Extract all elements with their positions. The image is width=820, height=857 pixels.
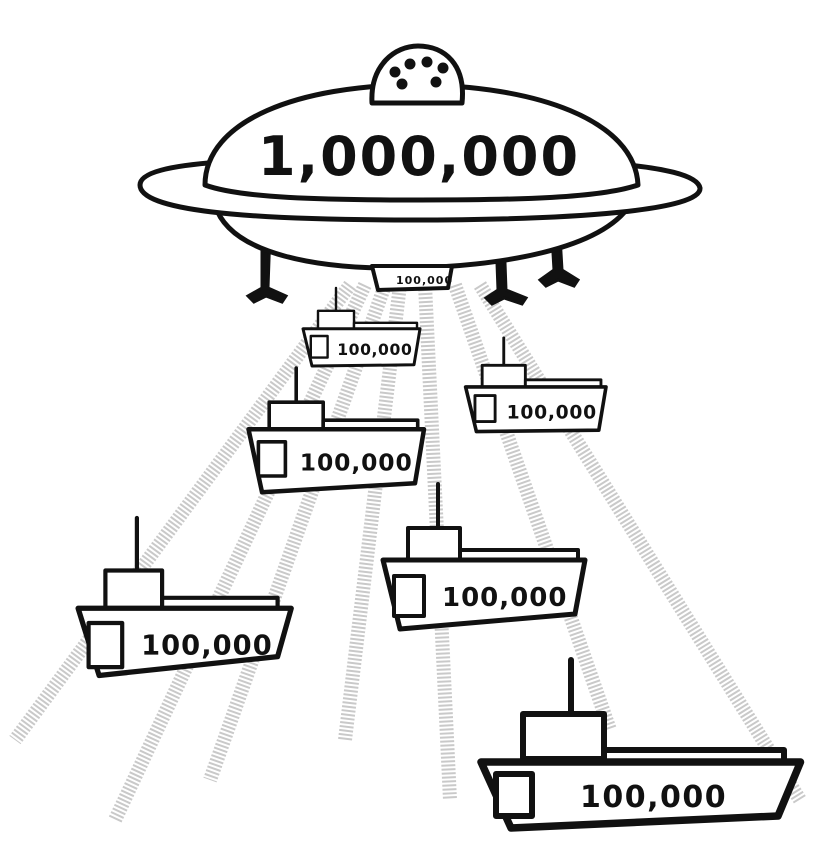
ship-peeking-label: 100,000 bbox=[396, 274, 453, 287]
ship-3-bridge bbox=[267, 400, 326, 432]
ship-1-porthole bbox=[309, 334, 329, 359]
ship-4-label: 100,000 bbox=[442, 583, 567, 613]
ufo-leg-mid bbox=[483, 234, 529, 306]
cockpit-window-dots bbox=[389, 56, 449, 90]
ufo-legs bbox=[245, 228, 581, 306]
ship-3: 100,000 bbox=[246, 366, 427, 495]
ship-2: 100,000 bbox=[463, 336, 608, 434]
ufo-leg-right bbox=[537, 234, 581, 288]
ship-5-label: 100,000 bbox=[141, 631, 273, 662]
beam-6 bbox=[448, 282, 617, 733]
beam-2 bbox=[108, 282, 372, 823]
beam-7 bbox=[474, 281, 806, 804]
ship-1: 100,000 bbox=[301, 286, 422, 368]
ship-5-porthole bbox=[86, 620, 125, 670]
ship-2-label: 100,000 bbox=[507, 403, 597, 424]
ufo: 100,000 1,000,000 bbox=[137, 43, 703, 306]
ship-6-label: 100,000 bbox=[580, 780, 727, 815]
cockpit-dot-5 bbox=[396, 78, 408, 90]
ship-5-bridge bbox=[103, 568, 165, 611]
ufo-cockpit bbox=[369, 43, 465, 106]
ufo-leg-left bbox=[245, 228, 289, 304]
cockpit-dot-3 bbox=[421, 56, 433, 68]
cockpit-dot-1 bbox=[389, 66, 401, 78]
ship-3-label: 100,000 bbox=[300, 449, 413, 477]
ship-6-porthole bbox=[493, 771, 535, 819]
ship-1-label: 100,000 bbox=[337, 341, 412, 359]
beam-3 bbox=[203, 282, 392, 783]
ship-4-bridge bbox=[406, 526, 462, 562]
ship-2-porthole bbox=[473, 394, 497, 423]
ship-6-bridge bbox=[520, 711, 607, 762]
ship-4: 100,000 bbox=[380, 482, 588, 632]
ship-3-porthole bbox=[256, 440, 288, 478]
ship-peeking: 100,000 bbox=[370, 264, 454, 292]
ship-2-hull bbox=[463, 385, 608, 434]
beam-1 bbox=[9, 280, 356, 745]
ship-1-hull bbox=[301, 327, 422, 368]
ship-1-bridge bbox=[316, 309, 356, 331]
cockpit-dot-2 bbox=[404, 58, 416, 70]
ship-6: 100,000 bbox=[477, 657, 805, 832]
ufo-label: 1,000,000 bbox=[258, 125, 580, 188]
ship-peeking-hull bbox=[370, 264, 454, 292]
ship-2-bridge bbox=[480, 363, 527, 389]
cockpit-dot-6 bbox=[430, 76, 442, 88]
ship-4-porthole bbox=[392, 574, 426, 618]
cockpit-dot-4 bbox=[437, 62, 449, 74]
ufo-body bbox=[202, 82, 641, 203]
ship-5: 100,000 bbox=[75, 515, 294, 679]
